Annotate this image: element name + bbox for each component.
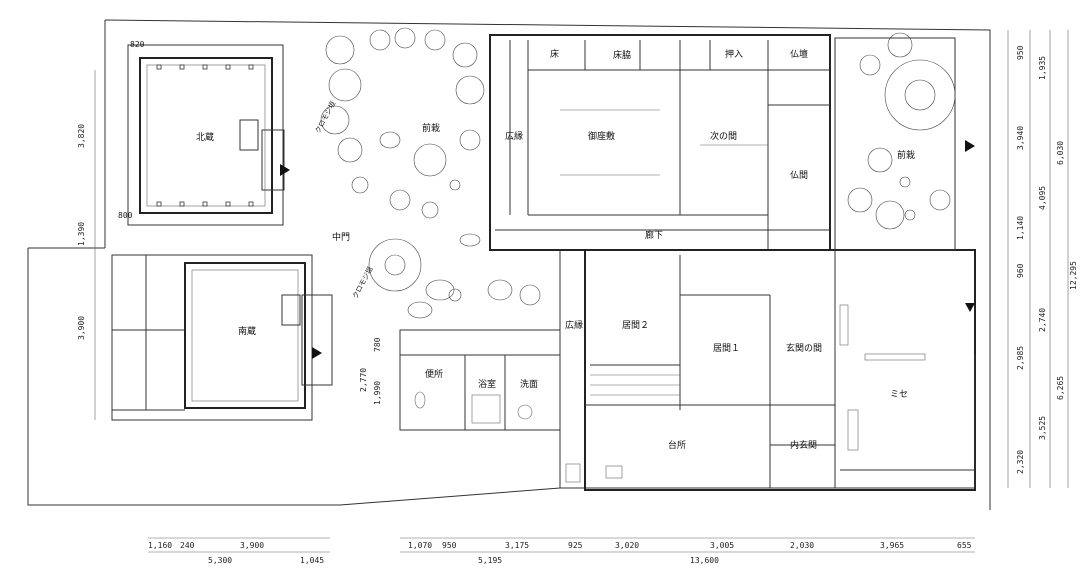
dim-right: 1,140: [1016, 216, 1025, 240]
dim-inner: 2,770: [359, 368, 368, 392]
room-label-hiroen-mid: 広縁: [565, 319, 583, 331]
room-label-mae-sai-right: 前栽: [897, 149, 915, 161]
dim-bottom: 2,030: [790, 541, 814, 550]
dim-right: 12,295: [1069, 261, 1078, 290]
room-label-uchigenkan: 内玄関: [790, 439, 817, 451]
dim-right: 2,740: [1038, 308, 1047, 332]
entrance-triangle-icon: [965, 303, 975, 312]
dim-bottom-total: 5,195: [478, 556, 502, 565]
minamizo-warehouse: [111, 254, 333, 421]
dim-bottom: 950: [442, 541, 457, 550]
dim-left: 820: [130, 40, 145, 49]
room-label-ima1: 居間１: [713, 343, 740, 354]
dim-right: 4,095: [1038, 186, 1047, 210]
room-label-senmen: 洗面: [520, 378, 538, 390]
entrance-triangle-icon: [965, 140, 975, 152]
room-label-kitazo: 北蔵: [196, 131, 214, 143]
dim-left: 1,390: [77, 222, 86, 246]
main-house: [399, 34, 976, 491]
room-label-tokonoma: 床: [550, 48, 559, 60]
kuromoji-fence-label: クロモジ垣: [350, 265, 374, 300]
room-label-hiroen-top: 広縁: [505, 130, 523, 142]
dim-bottom: 655: [957, 541, 972, 550]
room-label-butsudan: 仏壇: [790, 48, 808, 60]
dim-bottom: 3,175: [505, 541, 529, 550]
dim-bottom: 1,070: [408, 541, 432, 550]
room-label-mise: ミセ: [890, 389, 908, 400]
dim-left: 800: [118, 211, 133, 220]
room-label-roka: 廊下: [645, 229, 663, 241]
kitazo-warehouse: [127, 44, 290, 226]
dim-right: 2,985: [1016, 346, 1025, 370]
room-label-tokowaki: 床脇: [613, 49, 631, 61]
dim-inner: 1,990: [373, 381, 382, 405]
room-label-gozashiki: 御座敷: [588, 130, 615, 142]
room-label-minamizo: 南蔵: [238, 325, 256, 337]
room-label-benjo: 便所: [425, 368, 443, 380]
entrance-triangle-icon: [312, 347, 322, 359]
dimension-lines-right: [1007, 30, 1069, 488]
room-label-ima2: 居間２: [622, 320, 649, 331]
dim-bottom: 240: [180, 541, 195, 550]
dim-bottom: 925: [568, 541, 583, 550]
entrance-triangle-icon: [280, 164, 290, 176]
room-label-genkan-ma: 玄関の間: [786, 342, 822, 354]
dim-bottom-total: 1,045: [300, 556, 324, 565]
room-label-yokushitsu: 浴室: [478, 378, 496, 390]
dim-bottom-total: 13,600: [690, 556, 719, 565]
dimension-lines-bottom: [148, 537, 975, 553]
dim-bottom: 1,160: [148, 541, 172, 550]
dim-right: 3,525: [1038, 416, 1047, 440]
dim-bottom: 3,005: [710, 541, 734, 550]
dim-right: 3,940: [1016, 126, 1025, 150]
dim-right: 2,320: [1016, 450, 1025, 474]
dim-inner: 780: [373, 337, 382, 352]
dim-bottom: 3,020: [615, 541, 639, 550]
dim-bottom: 3,965: [880, 541, 904, 550]
dim-right: 6,265: [1056, 376, 1065, 400]
dim-left: 3,820: [77, 124, 86, 148]
room-label-butsuma: 仏間: [790, 170, 808, 181]
dim-right: 960: [1016, 263, 1025, 278]
dim-bottom: 3,900: [240, 541, 264, 550]
room-label-chumon: 中門: [332, 231, 350, 243]
dim-left: 3,900: [77, 316, 86, 340]
dim-right: 950: [1016, 45, 1025, 60]
dim-right: 6,030: [1056, 141, 1065, 165]
room-label-tsuginoma: 次の間: [710, 130, 737, 142]
garden-right: [834, 32, 956, 251]
room-label-oshiire: 押入: [725, 48, 743, 60]
room-label-daidokoro: 台所: [668, 439, 686, 451]
site-boundary: [27, 19, 991, 510]
garden-left: [320, 27, 541, 319]
dim-bottom-total: 5,300: [208, 556, 232, 565]
kuromoji-fence-label: クロモジ垣: [313, 100, 337, 135]
dim-right: 1,935: [1038, 56, 1047, 80]
room-label-mae-sai-left: 前栽: [422, 122, 440, 134]
